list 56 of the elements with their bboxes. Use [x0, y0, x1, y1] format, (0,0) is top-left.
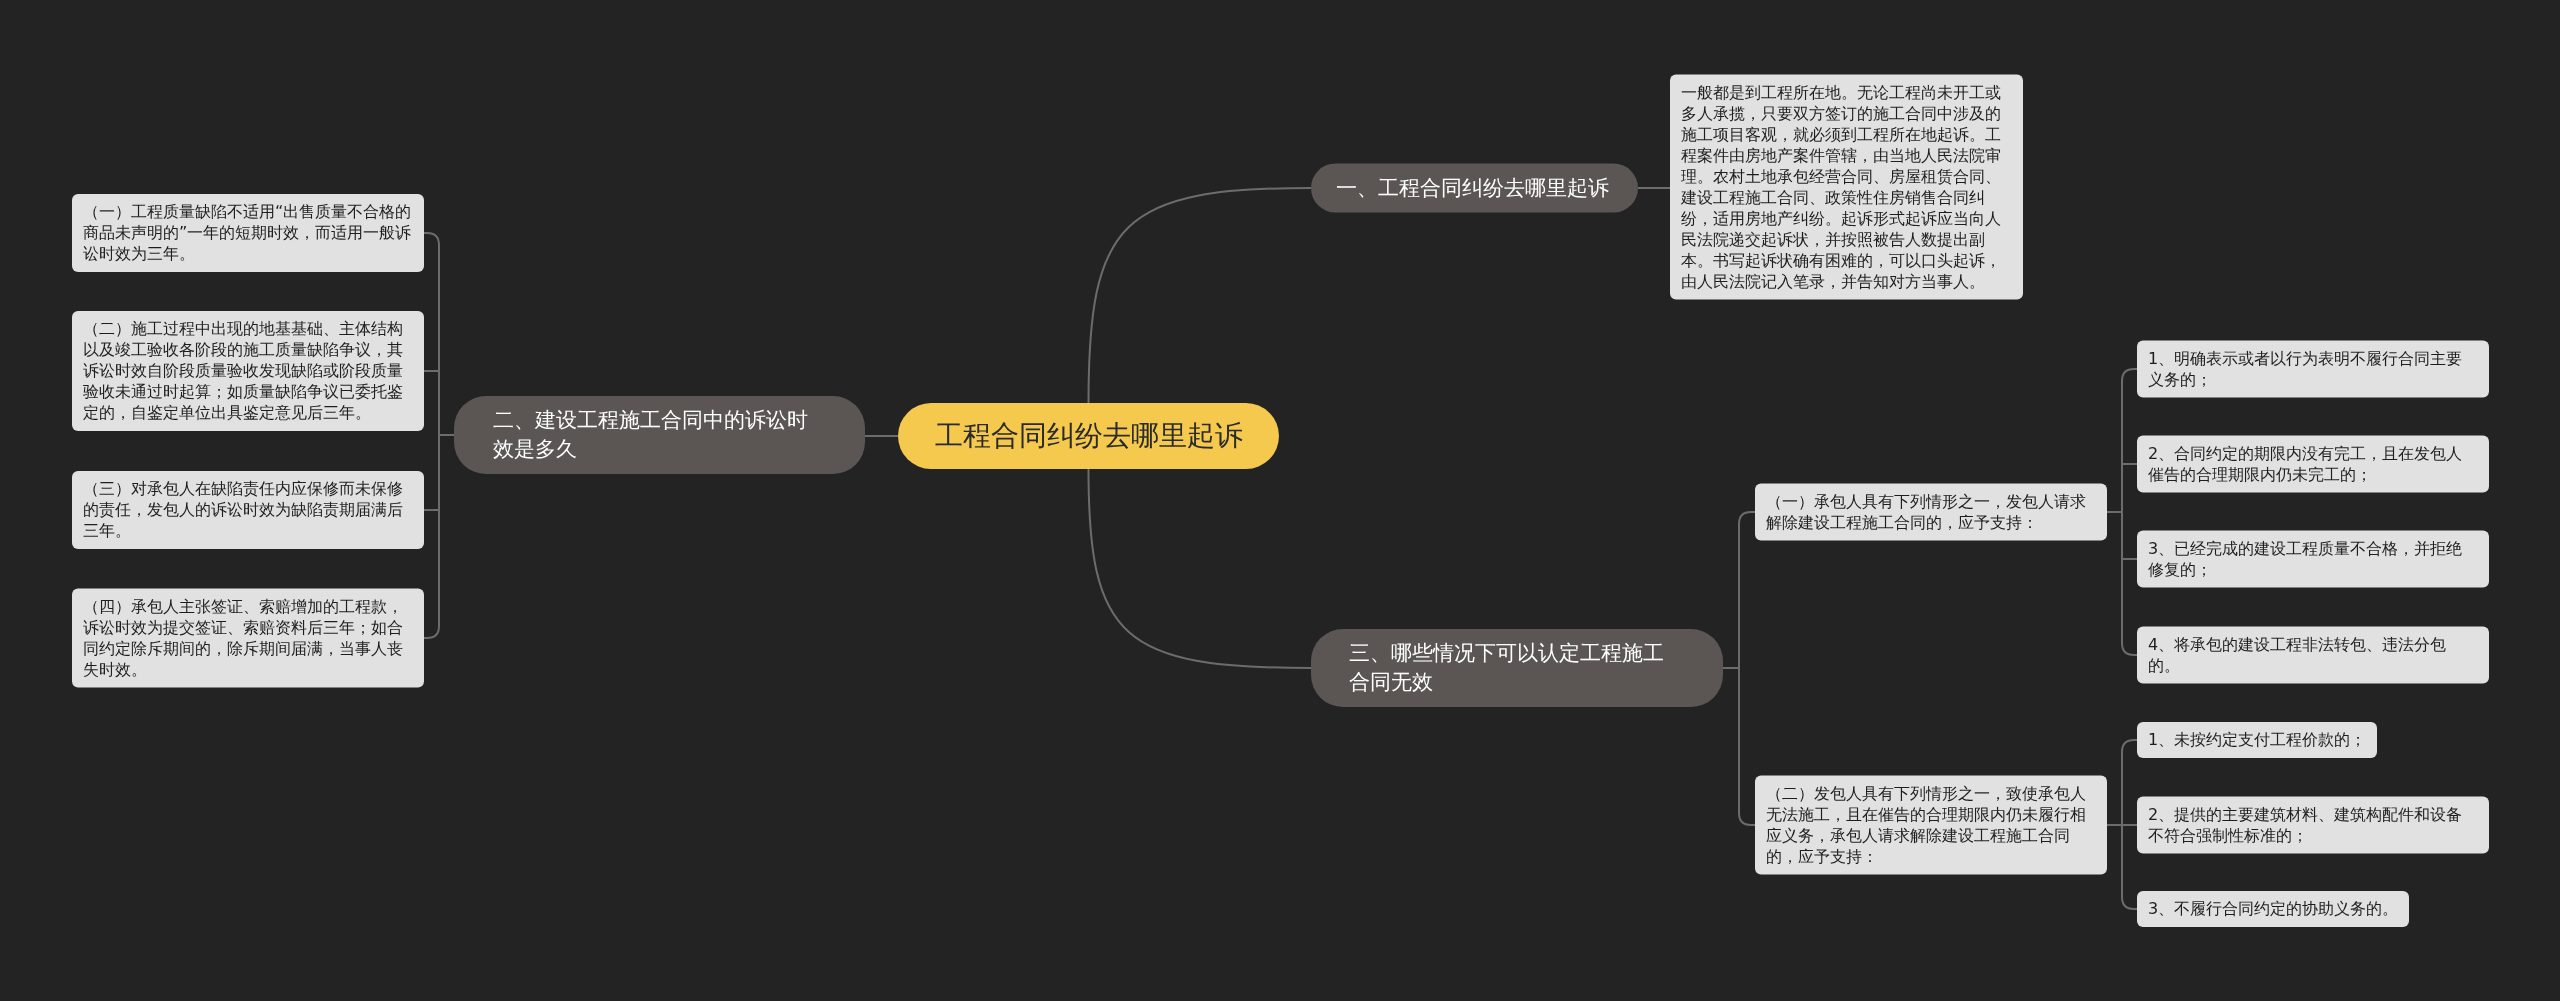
connector-line: [2121, 896, 2138, 910]
note-text: 2、合同约定的期限内没有完工，且在发包人催告的合理期限内仍未完工的；: [2148, 442, 2464, 485]
note-card: [72, 471, 424, 549]
connector-line: [423, 625, 440, 639]
connector-line: [423, 509, 440, 511]
connector-line: [2121, 368, 2138, 382]
note-card: [1670, 74, 2023, 300]
topic-text: 一、工程合同纠纷去哪里起诉: [1336, 174, 1609, 202]
note-card: [1755, 775, 2107, 875]
note-card: [1755, 483, 2107, 541]
note-text: （三）对承包人在缺陷责任内应保修而未保修的责任，发包人的诉讼时效为缺陷责期届满后三年。: [83, 478, 404, 541]
connector-line: [1738, 511, 1756, 525]
connector-line: [2106, 380, 2123, 644]
note-card: [2137, 530, 2489, 588]
note-card: [2137, 626, 2489, 684]
note-text: 2、提供的主要建筑材料、建筑构配件和设备不符合强制性标准的；: [2148, 803, 2464, 846]
connector-line: [2121, 558, 2138, 560]
branch-topic-pill: [1311, 629, 1723, 707]
connector-line: [2121, 642, 2138, 656]
note-text: （二）施工过程中出现的地基基础、主体结构以及竣工验收各阶段的施工质量缺陷争议，其诉讼时效自阶段质量验收发现缺陷或阶段质量验收未通过时起算；如质量缺陷争议已委托鉴定的，自鉴定单位出具鉴定意见后三年。: [83, 318, 404, 423]
note-text: 3、已经完成的建设工程质量不合格，并拒绝修复的；: [2148, 537, 2464, 580]
topic-text: 工程合同纠纷去哪里起诉: [934, 418, 1243, 454]
note-card: [2137, 340, 2489, 398]
connector-line: [2121, 739, 2138, 753]
topic-text: 二、建设工程施工合同中的诉讼时效是多久: [493, 407, 809, 463]
note-card: [2137, 435, 2489, 493]
connector-line: [423, 370, 440, 372]
note-text: （二）发包人具有下列情形之一，致使承包人无法施工，且在催告的合理期限内仍未履行相应义务，承包人请求解除建设工程施工合同的，应予支持：: [1766, 782, 2087, 867]
connector-line: [2121, 463, 2138, 465]
branch-topic-pill: [454, 396, 865, 474]
note-text: （一）承包人具有下列情形之一，发包人请求解除建设工程施工合同的，应予支持：: [1766, 490, 2087, 533]
note-text: （一）工程质量缺陷不适用“出售质量不合格的商品未声明的”一年的短期时效，而适用一般诉讼时效为三年。: [83, 201, 413, 264]
note-card: [72, 588, 424, 688]
note-text: 4、将承包的建设工程非法转包、违法分包的。: [2148, 633, 2448, 676]
connector-line: [1637, 187, 1671, 189]
note-text: （四）承包人主张签证、索赔增加的工程款，诉讼时效为提交签证、索赔资料后三年；如合同约定除斥期间的，除斥期间届满，当事人丧失时效。: [83, 595, 404, 680]
note-card: [2137, 722, 2378, 758]
note-text: 一般都是到工程所在地。无论工程尚未开工或多人承揽，只要双方签订的施工合同中涉及的施工项目客观，就必须到工程所在地起诉。工程案件由房地产案件管辖，由当地人民法院审理。农村土地承包经营合同、房屋租赁合同、建设工程施工合同、政策性住房销售合同纠纷，适用房地产纠纷。起诉形式起诉应当向人民法院递交起诉状，并按照被告人数提出副本。书写起诉状确有困难的，可以口头起诉，由人民法院记入笔录，并告知对方当事人。: [1681, 81, 2002, 292]
note-card: [2137, 891, 2410, 927]
topic-text: 三、哪些情况下可以认定工程施工合同无效: [1349, 640, 1665, 696]
connector-line: [423, 232, 440, 246]
connector-line: [438, 244, 455, 627]
connector-line: [1087, 468, 1312, 669]
connector-line: [2106, 751, 2123, 898]
note-text: 3、不履行合同约定的协助义务的。: [2148, 898, 2399, 919]
note-card: [72, 194, 424, 272]
connector-line: [864, 435, 899, 437]
note-card: [72, 311, 424, 431]
branch-topic-pill: [1311, 163, 1638, 213]
connector-line: [1722, 523, 1740, 814]
note-text: 1、明确表示或者以行为表明不履行合同主要义务的；: [2148, 347, 2464, 390]
note-card: [2137, 796, 2489, 854]
connector-line: [1738, 812, 1756, 826]
connector-line: [2121, 824, 2138, 826]
note-text: 1、未按约定支付工程价款的；: [2148, 729, 2367, 750]
connector-line: [1087, 187, 1312, 404]
